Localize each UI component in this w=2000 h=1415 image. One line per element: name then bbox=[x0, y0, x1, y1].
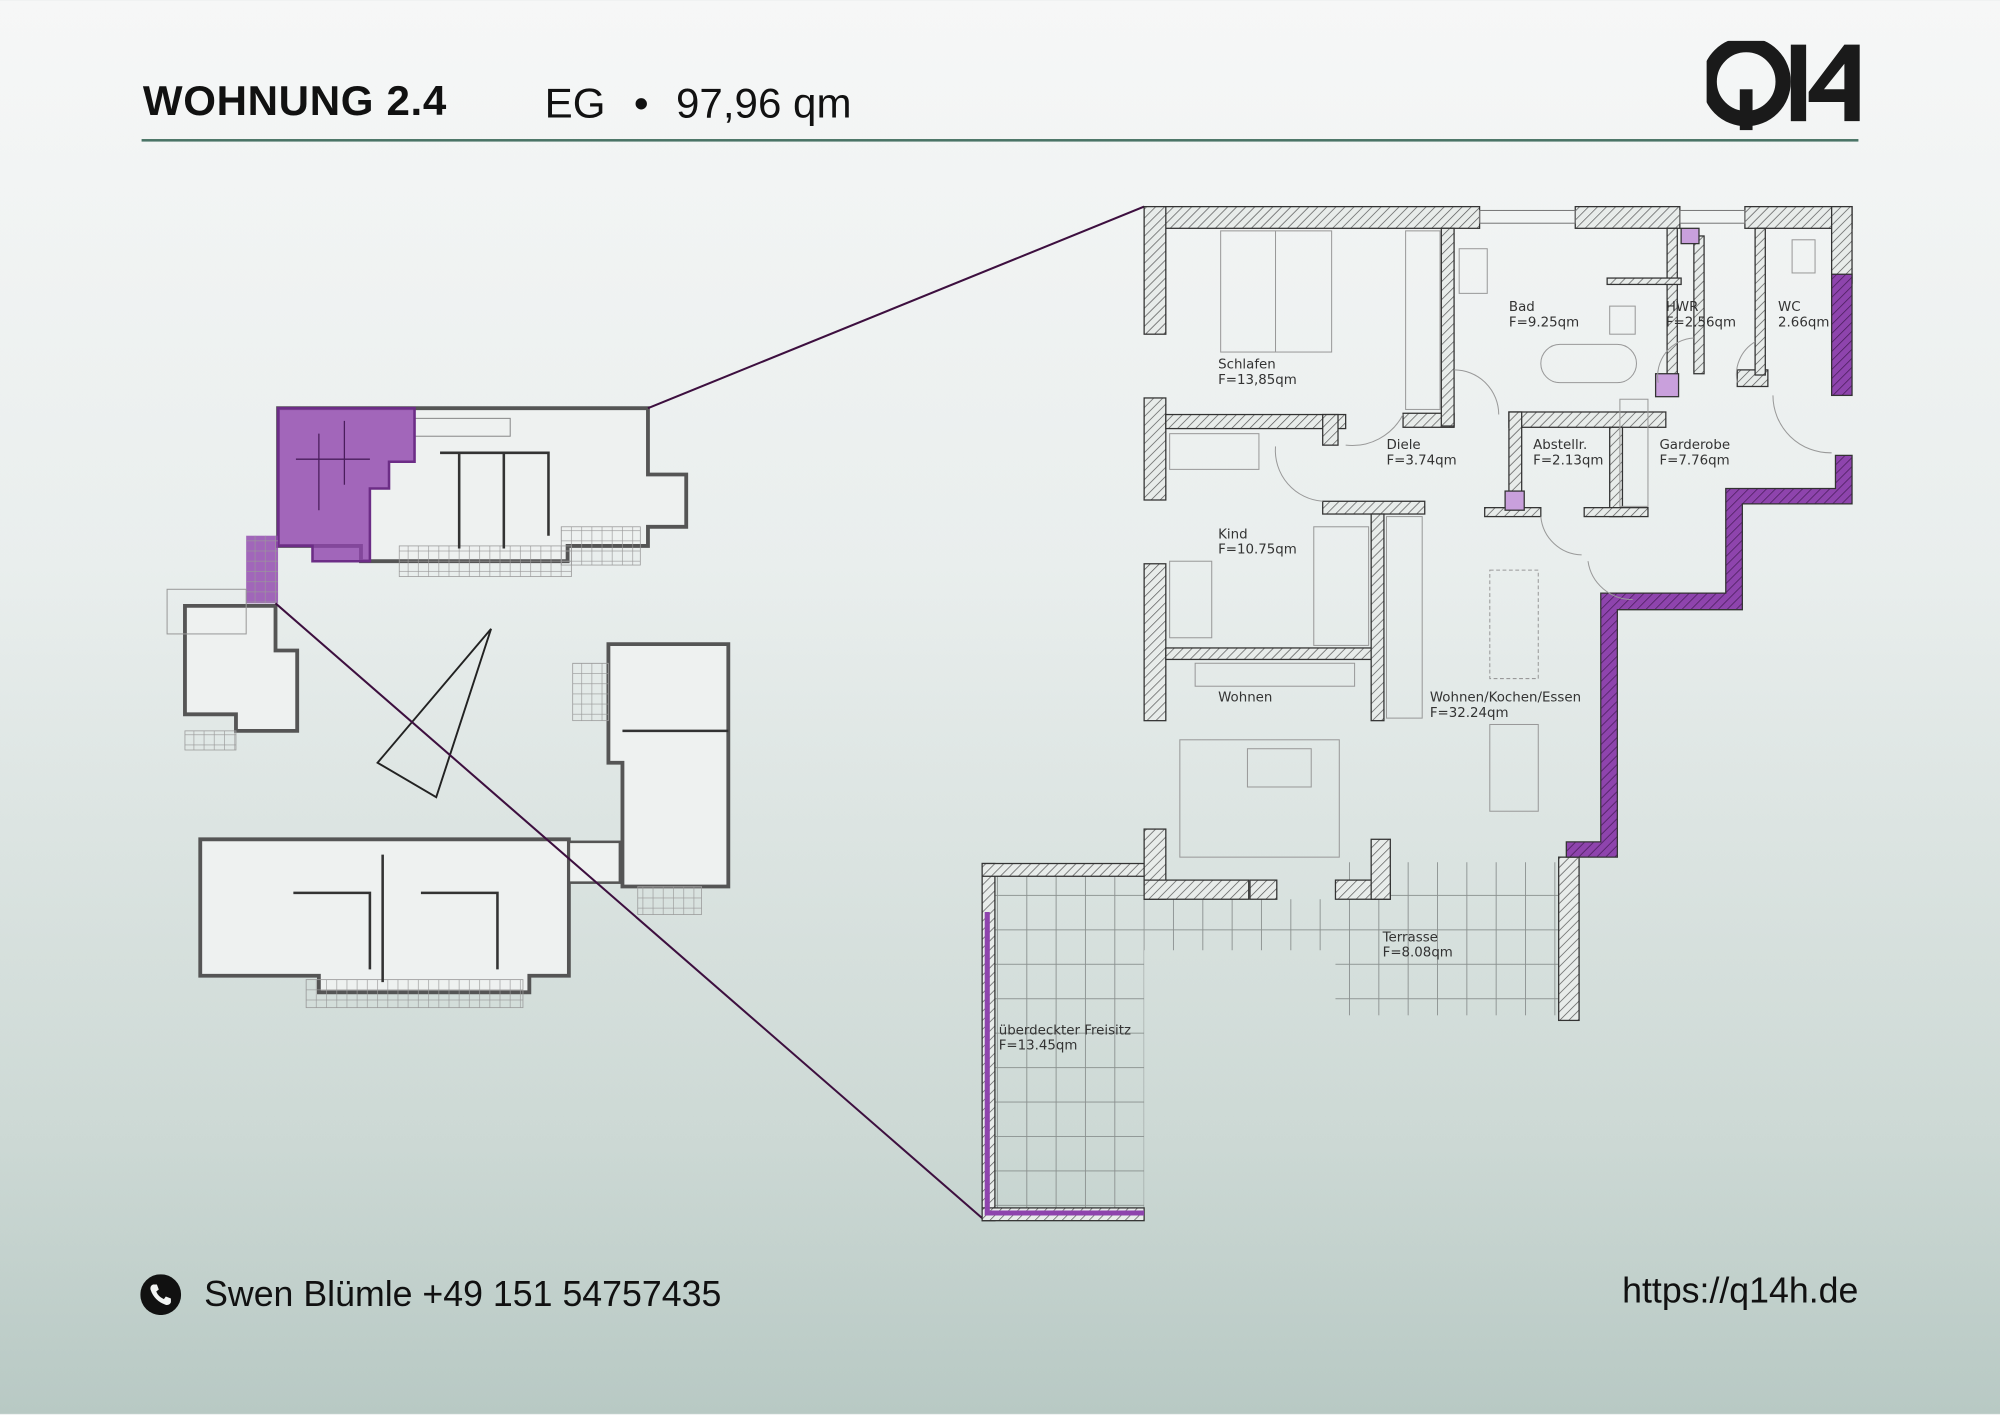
building-south bbox=[198, 837, 622, 1009]
room-name-diele: Diele bbox=[1386, 438, 1420, 453]
room-area-hwr: F=2.56qm bbox=[1666, 316, 1736, 331]
zoom-connector-bottom bbox=[274, 602, 983, 1219]
freisitz-tiles bbox=[991, 874, 1145, 1214]
building-west bbox=[166, 588, 300, 751]
page-title: WOHNUNG 2.4 bbox=[142, 76, 447, 124]
room-area-freisitz: F=13.45qm bbox=[999, 1039, 1078, 1054]
north-arrow bbox=[376, 628, 492, 799]
room-area-schlafen: F=13,85qm bbox=[1218, 373, 1297, 388]
separator: • bbox=[633, 79, 649, 127]
room-labels: Schlafen F=13,85qm Bad F=9.25qm HWR F=2.… bbox=[999, 300, 1830, 1054]
site-plan bbox=[166, 406, 731, 1009]
header-divider bbox=[141, 139, 1859, 142]
room-name-wc: WC bbox=[1778, 300, 1801, 315]
room-area-diele: F=3.74qm bbox=[1386, 453, 1456, 468]
room-name-freisitz: überdeckter Freisitz bbox=[999, 1023, 1131, 1038]
room-area-wohnen-kochen-essen: F=32.24qm bbox=[1430, 706, 1509, 721]
contact-info: Swen Blümle +49 151 54757435 bbox=[140, 1274, 722, 1316]
highlighted-apartment bbox=[246, 406, 416, 604]
room-name-wohnen: Wohnen bbox=[1218, 691, 1272, 706]
room-name-kind: Kind bbox=[1218, 527, 1247, 542]
room-name-terrasse: Terrasse bbox=[1382, 930, 1438, 945]
room-area-bad: F=9.25qm bbox=[1509, 316, 1579, 331]
contact-text: Swen Blümle +49 151 54757435 bbox=[204, 1274, 722, 1314]
room-name-bad: Bad bbox=[1509, 300, 1535, 315]
room-name-abstellraum: Abstellr. bbox=[1533, 438, 1587, 453]
room-name-hwr: HWR bbox=[1666, 300, 1699, 315]
website-link[interactable]: https://q14h.de bbox=[1622, 1270, 1859, 1310]
zoom-connector-top bbox=[647, 205, 1145, 410]
q14-logo bbox=[1706, 40, 1860, 131]
floor-label: EG bbox=[544, 79, 606, 127]
floor-plan: Schlafen F=13,85qm Bad F=9.25qm HWR F=2.… bbox=[981, 205, 1853, 1222]
room-area-kind: F=10.75qm bbox=[1218, 543, 1297, 558]
room-area-garderobe: F=7.76qm bbox=[1659, 453, 1729, 468]
room-area-wc: 2.66qm bbox=[1778, 316, 1829, 331]
building-east bbox=[572, 642, 731, 915]
phone-icon bbox=[140, 1274, 182, 1316]
room-area-terrasse: F=8.08qm bbox=[1383, 946, 1453, 961]
room-name-garderobe: Garderobe bbox=[1659, 438, 1730, 453]
apartment-area: 97,96 qm bbox=[676, 79, 852, 127]
room-name-schlafen: Schlafen bbox=[1218, 358, 1276, 373]
room-area-abstellraum: F=2.13qm bbox=[1533, 453, 1603, 468]
room-name-wohnen-kochen-essen: Wohnen/Kochen/Essen bbox=[1430, 691, 1581, 706]
